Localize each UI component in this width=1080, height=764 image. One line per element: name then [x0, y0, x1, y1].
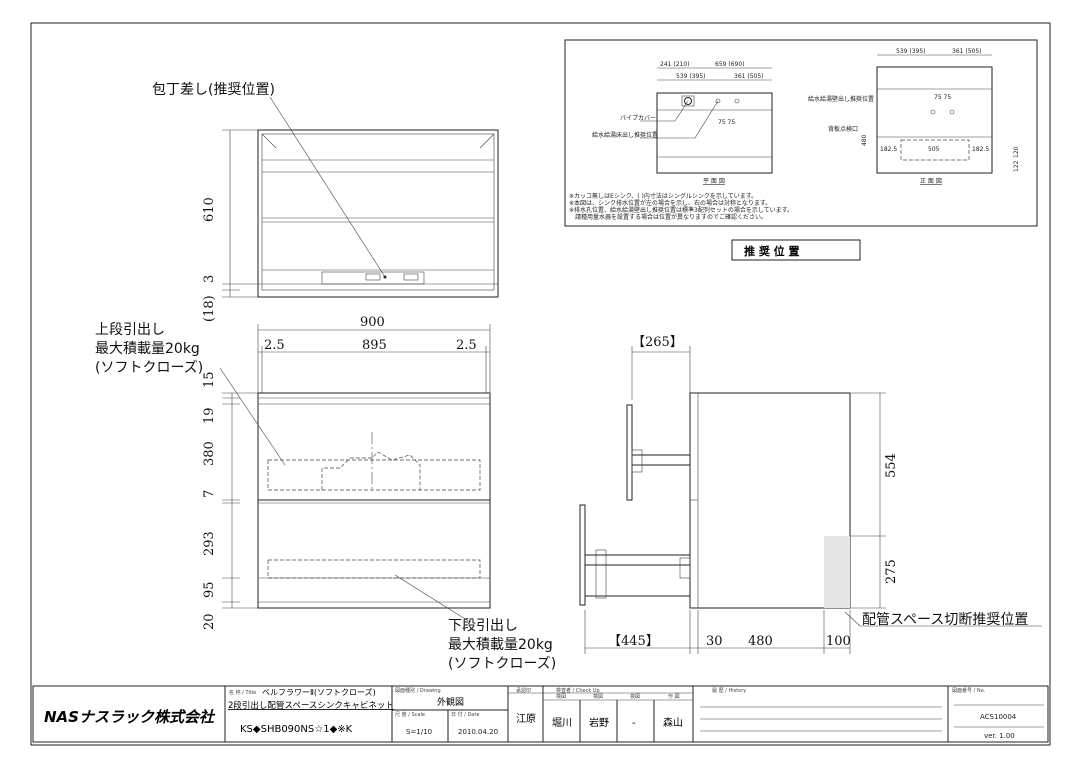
check-sub-4: 作 図 [668, 693, 680, 700]
title-label: 名 称 / Title [229, 689, 256, 696]
pipe-space-label: 配管スペース切断推奨位置 [862, 612, 1028, 628]
inset-dim-182a: 182.5 [880, 146, 897, 153]
check-sub-1: 検図 [556, 693, 566, 700]
inset-dim-122: 122 [1013, 160, 1020, 172]
recommended-position-title: 推 奨 位 置 [744, 244, 800, 258]
dim-19: 19 [202, 407, 217, 424]
dim-293: 293 [202, 531, 217, 556]
scale-label: 尺 度 / Scale [395, 711, 425, 718]
dim-30: 30 [706, 634, 723, 649]
inset-dim-480: 480 [861, 134, 868, 146]
checker-4: 森山 [663, 716, 683, 729]
supply-wall-label: 給水給湯壁出し推奨位置 [808, 95, 874, 103]
model-number: KS◆SHB090NS☆1◆※K [240, 724, 353, 735]
inspection-label: 背板点検口 [828, 125, 858, 133]
dim-3: 3 [202, 275, 217, 283]
checker-1: 堀川 [552, 717, 572, 729]
dim-100: 100 [826, 634, 851, 649]
dim-900: 900 [360, 315, 385, 330]
sheet-border [30, 22, 1051, 746]
number-label: 図面番号 / No. [952, 687, 986, 694]
upper-drawer-label-2: 最大積載量20kg [95, 341, 200, 357]
dim-610: 610 [202, 197, 217, 222]
inset-dim-241: 241 (210) [660, 61, 690, 68]
inset-note-3: ※排水孔位置、給水給湯壁出し推奨位置は標準3配列セットの場合を示しています。 [569, 206, 793, 214]
dim-95: 95 [202, 581, 217, 598]
dim-380: 380 [202, 441, 217, 466]
date-label: 日 付 / Date [451, 711, 479, 718]
drawing-label: 図面種別 / Drawing [395, 687, 441, 694]
dim-7: 7 [202, 490, 217, 498]
dim-265: 【265】 [632, 335, 683, 350]
lower-drawer-label-2: 最大積載量20kg [448, 637, 553, 653]
dim-15: 15 [202, 371, 217, 388]
inset-dim-361-front: 361 (505) [952, 48, 982, 55]
top-view: 610 3 (18) 包丁差し(推奨位置) [152, 82, 499, 322]
company-logo: NASナスラック株式会社 [44, 708, 216, 726]
side-view: 【265】 【445】 30 480 100 554 275 配管スペース切断推… [579, 335, 1042, 654]
supply-floor-label: 給水給湯床出し推奨位置 [592, 131, 658, 139]
inset-dim-361: 361 (505) [734, 73, 764, 80]
recommended-position-inset: 241 (210) 659 (690) 539 (395) 361 (505) … [564, 39, 1038, 261]
dim-275: 275 [884, 559, 899, 584]
inset-note-1: ※カッコ無しはEシンク、( )内寸法はシングルシンクを示しています。 [569, 192, 757, 200]
title-line-1: ベルフラワーⅡ(ソフトクローズ) [262, 687, 376, 697]
plan-view-label: 平 面 図 [703, 178, 725, 185]
knife-slot-label: 包丁差し(推奨位置) [152, 82, 275, 98]
drawing-type: 外観図 [437, 696, 464, 708]
upper-drawer-label-3: (ソフトクローズ) [95, 360, 203, 376]
dim-20: 20 [202, 613, 217, 630]
lower-drawer-label-1: 下段引出し [448, 618, 518, 634]
dim-554: 554 [884, 453, 899, 478]
history-label: 履 歴 / History [712, 688, 746, 694]
dim-2-5-left: 2.5 [264, 338, 285, 353]
check-label: 検査者 / Check Up [556, 687, 600, 694]
inset-dim-539-front: 539 (395) [896, 48, 926, 55]
dim-2-5-right: 2.5 [456, 338, 477, 353]
drawing-number: ACS10004 [980, 713, 1017, 721]
version: ver. 1.00 [984, 732, 1015, 740]
dim-18: (18) [202, 295, 217, 322]
inset-dim-659: 659 (690) [715, 61, 745, 68]
dim-480: 480 [748, 634, 773, 649]
scale-value: S=1/10 [406, 728, 432, 736]
front-view-label: 正 面 図 [920, 178, 942, 185]
check-sub-3: 検図 [630, 693, 640, 700]
inset-dim-120: 120 [1013, 146, 1020, 158]
title-line-2: 2段引出し配管スペースシンクキャビネット [228, 700, 394, 711]
inset-note-4: 請種用量水器を設置する場合は位置が異なりますのでご確認ください。 [569, 213, 767, 221]
inset-dim-75-75-plan: 75 75 [718, 119, 735, 126]
checker-3: - [632, 718, 636, 729]
pipe-cover-label: パイプカバー [620, 115, 656, 122]
checker-2: 岩野 [589, 716, 609, 729]
front-view: 900 2.5 895 2.5 15 19 380 7 293 95 20 [95, 315, 556, 672]
approved-label: 承認印 [516, 687, 531, 694]
inset-dim-75-75-front: 75 75 [934, 94, 951, 101]
inset-dim-539: 539 (395) [676, 73, 706, 80]
inset-note-2: ※本図は、シンク排水位置が左の場合を示し、右の場合は対称となります。 [569, 199, 771, 207]
inset-dim-505: 505 [928, 146, 940, 153]
check-sub-2: 検図 [593, 693, 603, 700]
date-value: 2010.04.20 [458, 728, 498, 736]
dim-445: 【445】 [608, 634, 659, 649]
title-block: NASナスラック株式会社 名 称 / Title ベルフラワーⅡ(ソフトクローズ… [32, 685, 1049, 743]
inset-dim-182b: 182.5 [972, 146, 989, 153]
upper-drawer-label-1: 上段引出し [95, 322, 165, 338]
dim-895: 895 [362, 338, 387, 353]
lower-drawer-label-3: (ソフトクローズ) [448, 656, 556, 672]
approved-value: 江原 [516, 713, 536, 725]
